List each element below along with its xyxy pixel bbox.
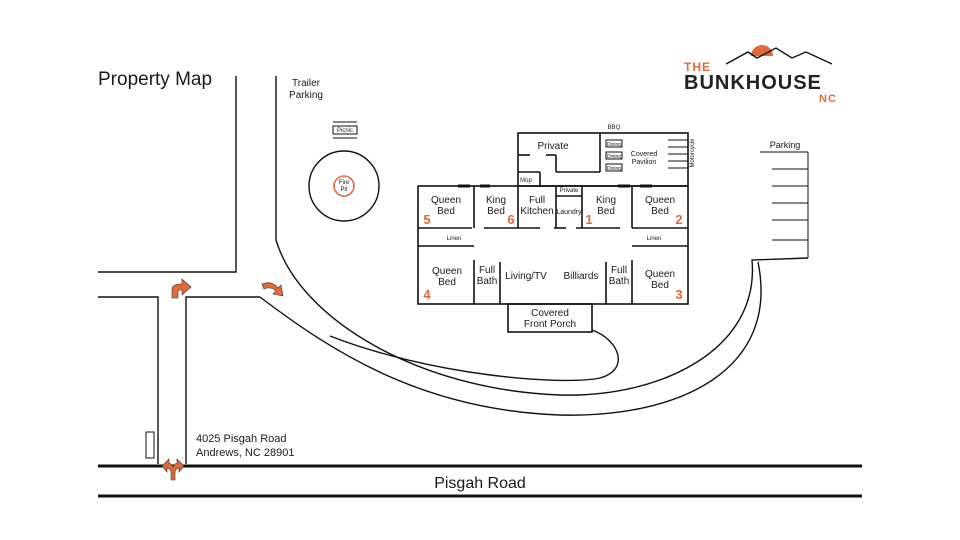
- parking-label: Parking: [770, 140, 801, 150]
- living-tv-label: Living/TV: [505, 271, 547, 282]
- map-title: Property Map: [98, 69, 212, 90]
- room-4-label-2: Bed: [438, 277, 456, 288]
- room-6-label: King: [486, 195, 506, 206]
- room-2-label: Queen: [645, 195, 675, 206]
- bath-right-label: Full: [611, 265, 627, 276]
- trailer-parking-label: Trailer: [292, 78, 321, 89]
- room-1-label-2: Bed: [597, 206, 615, 217]
- road-label: Pisgah Road: [434, 475, 526, 492]
- covered-pavilion-label: Covered: [631, 151, 658, 158]
- room-4-number: 4: [423, 287, 431, 302]
- room-1-label: King: [596, 195, 616, 206]
- room-3-label-2: Bed: [651, 280, 669, 291]
- billiards-label: Billiards: [563, 271, 598, 282]
- access-roads: [98, 76, 809, 464]
- private-closet-label: Private: [560, 188, 579, 194]
- bath-right-label-2: Bath: [609, 276, 630, 287]
- mountain-sun-icon: [725, 45, 833, 65]
- logo-region: NC: [819, 93, 837, 105]
- bbq-label: BBQ: [608, 125, 621, 131]
- bath-left-label-2: Bath: [477, 276, 498, 287]
- linen-left-label: Linen: [447, 236, 462, 242]
- porch-label: Covered: [531, 308, 569, 319]
- room-5-label: Queen: [431, 195, 461, 206]
- kitchen-label-2: Kitchen: [520, 206, 553, 217]
- mop-closet-label: Mop: [520, 178, 532, 184]
- picnic-table: Picnic: [332, 121, 358, 139]
- dining-table-label: Dining: [607, 166, 621, 172]
- room-6-label-2: Bed: [487, 206, 505, 217]
- address-line1: 4025 Pisgah Road: [196, 433, 287, 445]
- room-3-label: Queen: [645, 269, 675, 280]
- linen-right-label: Linen: [647, 236, 662, 242]
- room-5-label-2: Bed: [437, 206, 455, 217]
- turn-right-arrow-icon: [171, 278, 192, 299]
- room-6-number: 6: [507, 212, 514, 227]
- room-1-number: 1: [585, 212, 592, 227]
- bath-left-label: Full: [479, 265, 495, 276]
- fire-pit-label-2: Pit: [340, 187, 347, 193]
- fire-pit-label: Fire: [339, 180, 350, 186]
- kitchen-label: Full: [529, 195, 545, 206]
- picnic-label: Picnic: [337, 128, 353, 134]
- mailbox: [145, 431, 155, 459]
- logo-name: BUNKHOUSE: [684, 72, 822, 94]
- logo: THE BUNKHOUSE NC: [684, 45, 837, 105]
- fire-pit: Fire Pit: [308, 150, 380, 222]
- logo-the: THE: [684, 60, 711, 74]
- dining-table-label: Dining: [607, 142, 621, 148]
- room-2-number: 2: [675, 212, 682, 227]
- trailer-parking-label-2: Parking: [289, 90, 323, 101]
- room-3-number: 3: [675, 287, 682, 302]
- laundry-label: Laundry: [556, 209, 582, 216]
- covered-pavilion-label-2: Pavilion: [632, 159, 657, 166]
- fork-arrow-icon: [161, 458, 185, 481]
- motorcycle-label: Motorcycle: [690, 138, 696, 168]
- curve-arrow-icon: [261, 282, 284, 297]
- dining-table-label: Dining: [607, 154, 621, 160]
- room-4-label: Queen: [432, 266, 462, 277]
- room-5-number: 5: [423, 212, 430, 227]
- room-2-label-2: Bed: [651, 206, 669, 217]
- house-floor-plan: Dining Dining Dining BBQ Motorcycle Cove…: [417, 125, 696, 333]
- porch-label-2: Front Porch: [524, 319, 576, 330]
- private-room-label: Private: [537, 141, 569, 152]
- parking-lot: Parking: [760, 140, 809, 258]
- address-line2: Andrews, NC 28901: [196, 447, 294, 459]
